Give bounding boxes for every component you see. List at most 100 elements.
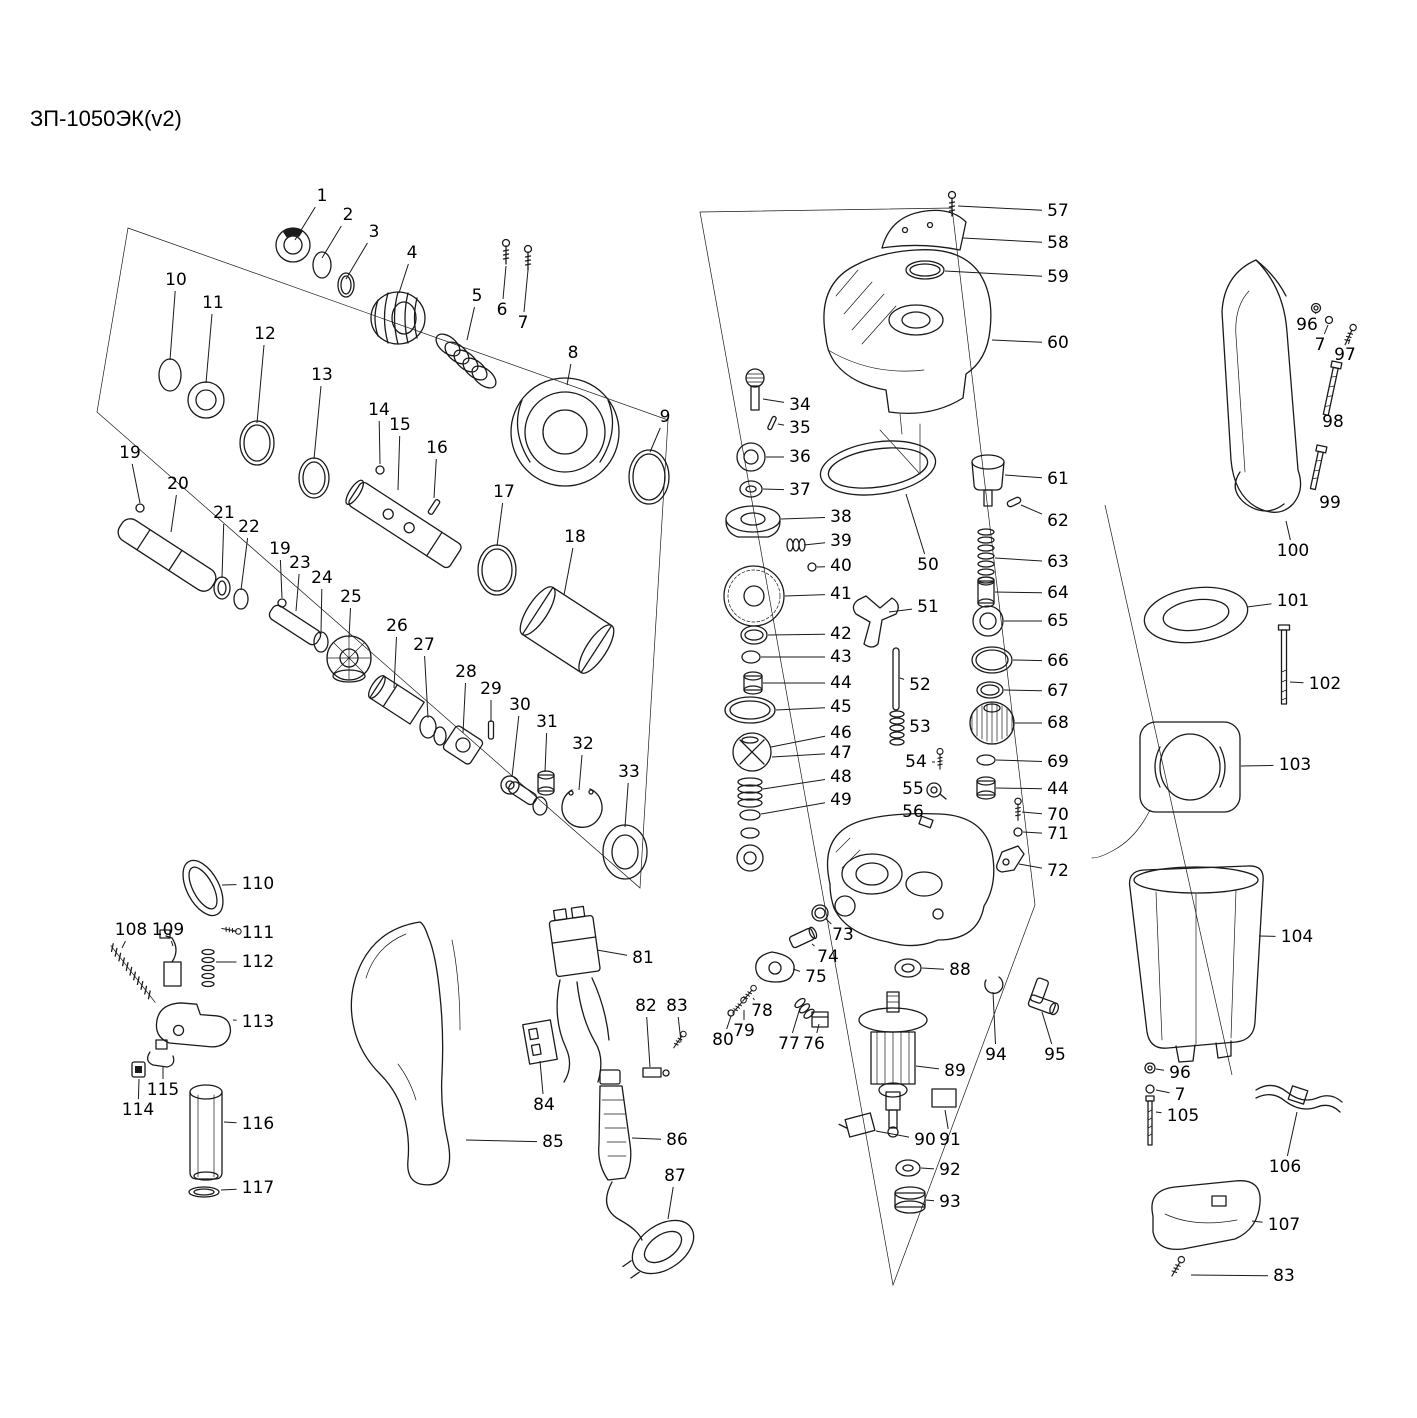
part-number-116: 116 xyxy=(242,1114,274,1134)
leader-line-89 xyxy=(915,1065,940,1070)
leader-line-85 xyxy=(465,1139,538,1143)
part-number-79: 79 xyxy=(733,1021,755,1041)
part-number-58: 58 xyxy=(1047,233,1069,253)
part-number-83: 83 xyxy=(666,996,688,1016)
part-number-73: 73 xyxy=(832,925,854,945)
part-number-30: 30 xyxy=(509,695,531,715)
part-number-10: 10 xyxy=(165,270,187,290)
part-number-57: 57 xyxy=(1047,201,1069,221)
leader-line-46 xyxy=(770,735,826,748)
part-number-7: 7 xyxy=(518,313,529,333)
part-number-14: 14 xyxy=(368,400,390,420)
part-number-52: 52 xyxy=(909,675,931,695)
part-number-13: 13 xyxy=(311,365,333,385)
leader-line-92 xyxy=(920,1167,935,1170)
part-number-96: 96 xyxy=(1296,315,1318,335)
part-number-12: 12 xyxy=(254,324,276,344)
leader-line-28 xyxy=(462,682,466,734)
part-number-31: 31 xyxy=(536,712,558,732)
leader-line-19 xyxy=(131,463,141,504)
leader-line-97 xyxy=(1347,338,1351,345)
leader-line-100 xyxy=(1285,520,1291,541)
part-number-40: 40 xyxy=(830,556,852,576)
part-number-39: 39 xyxy=(830,531,852,551)
leader-line-96 xyxy=(1155,1068,1165,1071)
barrel-assembly xyxy=(158,358,615,674)
leader-line-51 xyxy=(888,608,913,613)
part-number-36: 36 xyxy=(789,447,811,467)
power-cord-assembly xyxy=(598,1069,695,1279)
part-number-19: 19 xyxy=(119,443,141,463)
part-number-71: 71 xyxy=(1047,824,1069,844)
leader-line-50 xyxy=(905,493,926,555)
part-number-7: 7 xyxy=(1175,1085,1186,1105)
leader-line-102 xyxy=(1289,681,1304,684)
mode-selector-group xyxy=(852,595,947,829)
part-number-16: 16 xyxy=(426,438,448,458)
part-number-82: 82 xyxy=(635,996,657,1016)
leader-line-94 xyxy=(992,991,996,1045)
leader-line-59 xyxy=(944,270,1043,277)
leader-line-26 xyxy=(393,636,397,689)
part-number-106: 106 xyxy=(1269,1157,1301,1177)
leader-line-64 xyxy=(994,591,1043,594)
leader-line-78 xyxy=(752,997,755,1001)
leader-line-45 xyxy=(775,707,826,711)
leader-line-83 xyxy=(1190,1274,1269,1277)
leader-line-23 xyxy=(295,573,300,612)
part-number-92: 92 xyxy=(939,1160,961,1180)
part-number-64: 64 xyxy=(1047,583,1069,603)
part-number-53: 53 xyxy=(909,717,931,737)
top-housing-assembly xyxy=(819,190,992,496)
leader-line-21 xyxy=(221,523,225,579)
leader-line-42 xyxy=(767,633,826,636)
leader-line-44 xyxy=(995,787,1043,790)
part-number-115: 115 xyxy=(147,1080,179,1100)
part-number-43: 43 xyxy=(830,647,852,667)
leader-line-96 xyxy=(1314,312,1317,315)
part-number-23: 23 xyxy=(289,553,311,573)
part-number-46: 46 xyxy=(830,723,852,743)
leader-line-117 xyxy=(220,1188,237,1191)
part-number-91: 91 xyxy=(939,1130,961,1150)
leader-line-108 xyxy=(121,940,126,949)
part-number-76: 76 xyxy=(803,1034,825,1054)
part-number-35: 35 xyxy=(789,418,811,438)
leader-line-75 xyxy=(792,968,801,972)
leader-line-7 xyxy=(523,269,529,313)
leader-line-77 xyxy=(791,1007,801,1034)
part-number-74: 74 xyxy=(817,947,839,967)
part-number-41: 41 xyxy=(830,584,852,604)
leader-line-114 xyxy=(137,1078,140,1100)
leader-line-3 xyxy=(345,242,368,280)
leader-line-15 xyxy=(397,435,401,491)
part-number-11: 11 xyxy=(202,293,224,313)
leader-line-72 xyxy=(1018,863,1043,869)
leader-line-62 xyxy=(1020,504,1043,515)
part-number-20: 20 xyxy=(167,474,189,494)
chuck-assembly xyxy=(275,227,670,505)
part-number-22: 22 xyxy=(238,517,260,537)
part-number-38: 38 xyxy=(830,507,852,527)
leader-line-76 xyxy=(816,1023,820,1034)
part-number-97: 97 xyxy=(1334,345,1356,365)
part-number-9: 9 xyxy=(660,407,671,427)
part-number-104: 104 xyxy=(1281,927,1313,947)
part-number-54: 54 xyxy=(905,752,927,772)
part-number-15: 15 xyxy=(389,415,411,435)
part-number-45: 45 xyxy=(830,697,852,717)
leader-line-24 xyxy=(320,588,323,635)
part-number-18: 18 xyxy=(564,527,586,547)
callout-layer: 1234567891011121314151617181920212219232… xyxy=(115,186,1356,1286)
leader-line-16 xyxy=(433,458,437,499)
part-number-96: 96 xyxy=(1169,1063,1191,1083)
leader-line-27 xyxy=(424,655,429,719)
part-number-56: 56 xyxy=(902,802,924,822)
part-number-50: 50 xyxy=(917,555,939,575)
leader-line-19 xyxy=(279,559,283,599)
intermediate-shaft-assembly xyxy=(117,503,648,880)
part-number-55: 55 xyxy=(902,779,924,799)
leader-line-90 xyxy=(875,1130,910,1138)
leader-line-6 xyxy=(502,265,507,300)
leader-line-1 xyxy=(294,206,316,241)
